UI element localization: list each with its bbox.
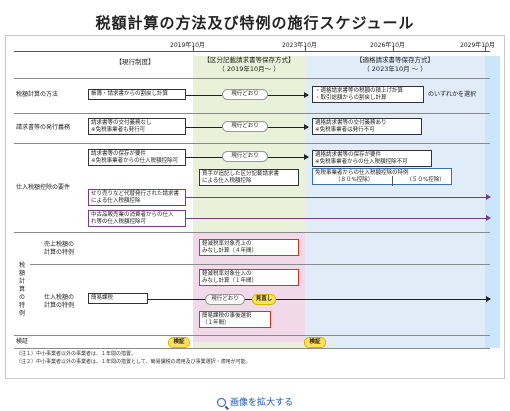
box-text: みなし計算（１年間）	[202, 278, 258, 284]
box-text: による仕入税額控除	[91, 198, 141, 204]
row-label-special-group: 税額計算の特例	[18, 262, 25, 317]
box-text: 請求書等の保存が要件	[91, 151, 147, 157]
box-text: ※免税事業者は発行不可	[315, 127, 375, 133]
box-text: 適格請求書等の保存が要件	[315, 152, 382, 158]
year-2026: 2026年10月	[370, 42, 405, 49]
year-2019: 2019年10月	[170, 42, 205, 49]
row-divider	[14, 113, 490, 114]
box-exempt-purchase-special: 免税事業者からの仕入税額控除の特例（８０%控除） （５０%控除）	[312, 168, 452, 185]
phase-current: 【現行制度】	[115, 58, 155, 66]
arrow-used-goods	[186, 214, 491, 221]
zoom-link-label: 画像を拡大する	[229, 398, 293, 408]
badge-review-1: 検証	[168, 337, 190, 348]
row-label-invoice-duty: 請求書等の発行義務	[16, 124, 71, 131]
box-tekikaku-tax-method: ・適格請求書等の税額の積上げ計算・取引総額からの割戻し計算	[312, 86, 424, 103]
timeline-tick	[393, 46, 394, 51]
badge-revision: 見直し	[252, 294, 276, 305]
box-auction-invoice: せり売りなど代替発行された請求書による仕入税額控除	[88, 189, 186, 206]
timeline-axis	[14, 51, 490, 52]
box-purchase-deemed-calculation: 軽減税率対象仕入のみなし計算（１年間）	[199, 269, 299, 286]
row-label-purchase-special-2: 計算の特例	[44, 302, 75, 309]
pill-current-rule: 現行どおり	[222, 89, 268, 100]
row-divider	[14, 335, 490, 336]
row-label-purchase-special-1: 仕入税額の	[44, 294, 75, 301]
magnifier-icon	[216, 398, 226, 407]
box-text: 適格請求書等の交付義務あり	[315, 120, 387, 126]
box-text: 請求書等の交付義務なし	[91, 120, 152, 126]
box-text: 簡易課税の事後選択	[202, 313, 252, 319]
phase-kubun-period: （ 2019年10月～ ）	[218, 65, 280, 73]
box-text: ・適格請求書等の税額の積上げ計算	[315, 88, 404, 94]
timeline-tick	[193, 46, 194, 51]
phase-tekikaku-period: （ 2023年10月 ～ ）	[363, 65, 427, 73]
box-text: 軽減税率対象仕入の	[202, 271, 252, 277]
box-text: ※免税事業者からの仕入税額控除可	[91, 158, 179, 164]
row-divider	[14, 78, 490, 79]
row-divider	[14, 348, 490, 349]
box-text: 中古品販売業の消費者からの仕入	[91, 212, 174, 218]
box-text: 免税事業者からの仕入税額控除の特例	[315, 170, 409, 176]
phase-kubun-title: 【区分記載請求書等保存方式】	[203, 56, 295, 64]
arrow-auction-invoice	[186, 193, 491, 200]
pill-current-rule: 現行どおり	[205, 294, 245, 305]
deduction-50: （５０%控除）	[409, 177, 445, 183]
badge-review-2: 検証	[304, 337, 326, 348]
page-title: 税額計算の方法及び特例の施行スケジュール	[95, 14, 415, 32]
box-sales-deemed-calculation: 軽減税率対象売上のみなし計算（４年間）	[199, 239, 299, 256]
box-text: ※免税事業者も発行可	[91, 127, 146, 133]
box-text: 簡易課税	[91, 295, 114, 301]
box-tekikaku-input-requirement: 適格請求書等の保存が要件※免税事業者からの仕入税額控除不可	[312, 150, 432, 167]
box-current-tax-method: 帳簿・請求書からの割戻し計算	[88, 89, 186, 100]
arrow-simplified-taxation	[148, 295, 491, 302]
box-text: みなし計算（４年間）	[202, 248, 258, 254]
timeline-tick	[305, 46, 306, 51]
phase-tekikaku-title: 【適格請求書等保存方式】	[356, 56, 434, 64]
box-simplified-after-choice: 簡易課税の事後選択（１年間）	[199, 311, 271, 328]
deduction-80: （８０%控除）	[335, 177, 374, 183]
footnote-1: （注１）中小事業者以外の事業者は、１年間の措置。	[16, 351, 137, 357]
box-text: による仕入税額控除	[202, 178, 252, 184]
year-2029: 2029年10月	[460, 42, 495, 49]
box-text: 軽減税率対象売上の	[202, 241, 252, 247]
box-used-goods: 中古品販売業の消費者からの仕入れ等の仕入税額控除可	[88, 210, 186, 227]
tax-method-choice: のいずれかを選択	[428, 91, 477, 98]
box-text: ※免税事業者からの仕入税額控除不可	[315, 159, 408, 165]
box-text: ・取引総額からの割戻し計算	[315, 95, 387, 101]
box-current-input-requirement: 請求書等の保存が要件※免税事業者からの仕入税額控除可	[88, 149, 186, 166]
box-tekikaku-invoice-duty: 適格請求書等の交付義務あり※免税事業者は発行不可	[312, 118, 422, 135]
box-text: 帳簿・請求書からの割戻し計算	[91, 91, 169, 97]
box-kubun-buyer-addition: 買手が追記した区分記載請求書による仕入税額控除	[199, 169, 299, 186]
row-label-sales-special-2: 計算の特例	[44, 249, 75, 256]
pill-current-rule: 現行どおり	[222, 151, 268, 162]
box-text: せり売りなど代替発行された請求書	[91, 191, 180, 197]
row-divider	[14, 232, 490, 233]
post-2029-zone	[485, 56, 500, 348]
timeline-tick	[485, 46, 486, 51]
row-label-review: 検証	[16, 338, 29, 345]
box-simplified-taxation: 簡易課税	[88, 293, 148, 304]
row-label-sales-special-1: 売上税額の	[44, 241, 75, 248]
box-text: 買手が追記した区分記載請求書	[202, 171, 280, 177]
row-divider	[14, 143, 490, 144]
box-current-invoice-duty: 請求書等の交付義務なし※免税事業者も発行可	[88, 118, 186, 135]
box-text-row: （８０%控除） （５０%控除）	[315, 177, 449, 184]
year-2023: 2023年10月	[282, 42, 317, 49]
row-label-input-requirements: 仕入税額控除の要件	[16, 184, 71, 191]
zoom-image-link[interactable]: 画像を拡大する	[0, 395, 510, 408]
split-line	[392, 176, 393, 186]
box-text: れ等の仕入税額控除可	[91, 219, 147, 225]
box-text: （１年間）	[202, 320, 230, 326]
row-divider	[30, 264, 490, 265]
row-label-tax-method: 税額計算の方法	[16, 91, 59, 98]
pill-current-rule: 現行どおり	[222, 121, 268, 132]
footnote-2: （注２）中小事業者以外の事業者は、１年間の措置として、簡易課税の適用及び事業選択…	[16, 359, 251, 365]
